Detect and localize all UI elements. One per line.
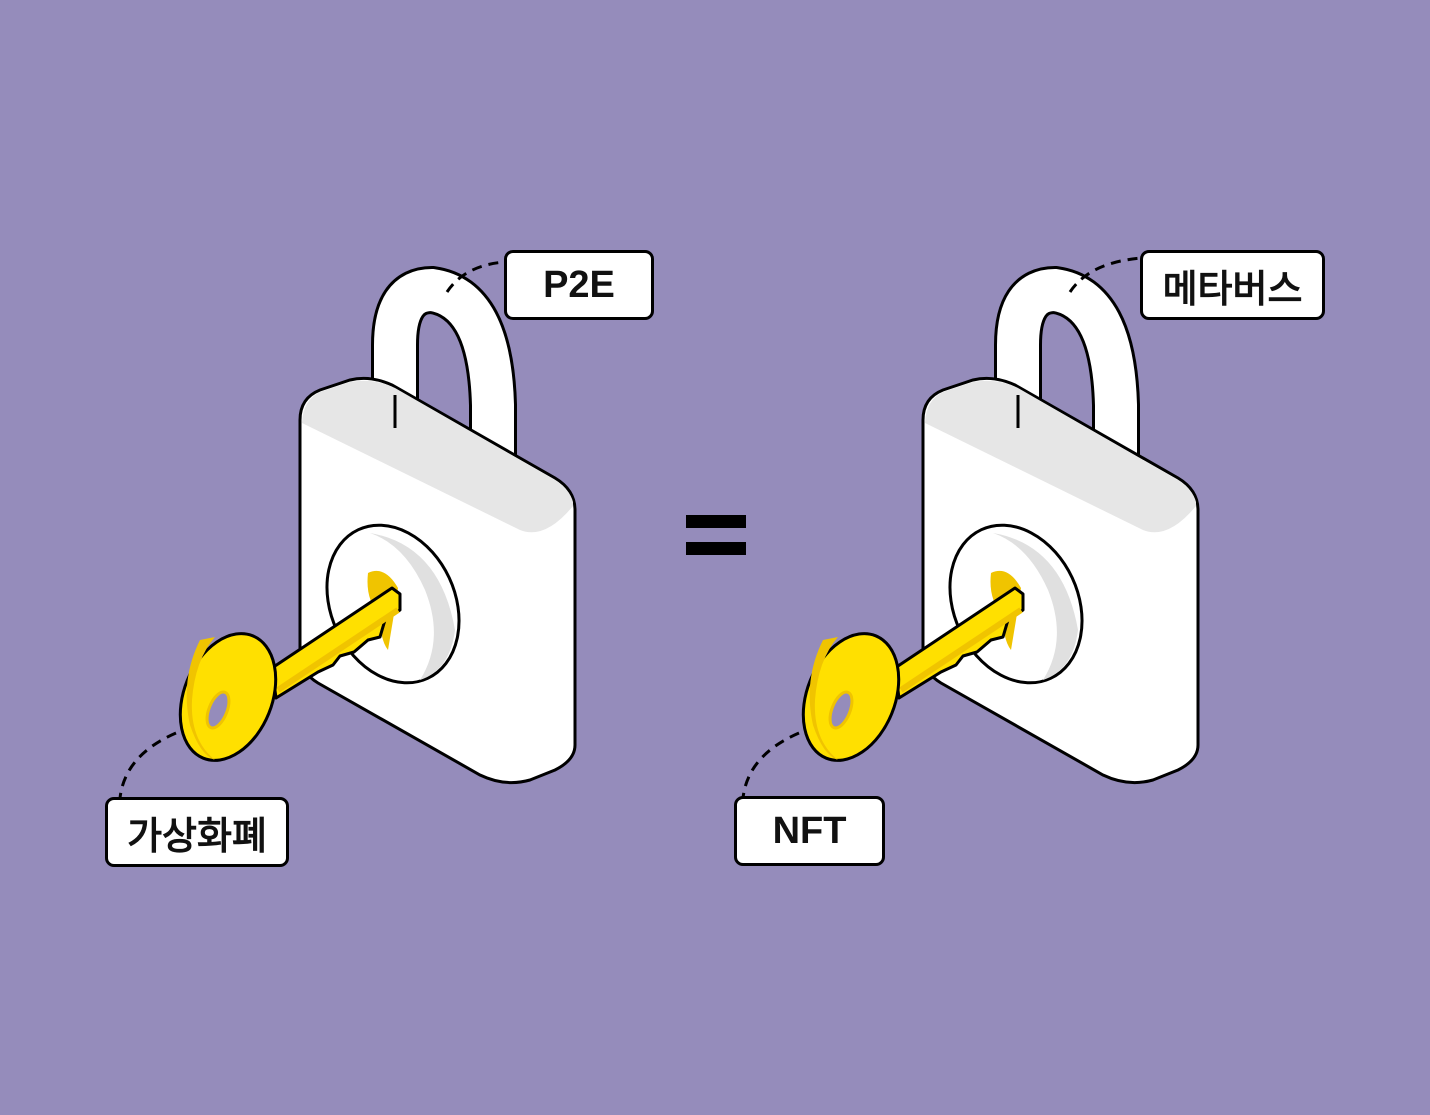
label-nft: NFT: [734, 796, 885, 866]
left-key-connector: [118, 731, 177, 799]
label-metaverse: 메타버스: [1140, 250, 1325, 320]
equals-sign: [686, 515, 746, 555]
right-padlock: [785, 290, 1198, 783]
right-key-connector: [741, 731, 800, 799]
label-virtual-currency: 가상화폐: [105, 797, 289, 867]
left-lock-connector: [445, 260, 506, 293]
left-padlock: [162, 290, 575, 783]
right-lock-connector: [1068, 256, 1143, 293]
label-p2e: P2E: [504, 250, 654, 320]
